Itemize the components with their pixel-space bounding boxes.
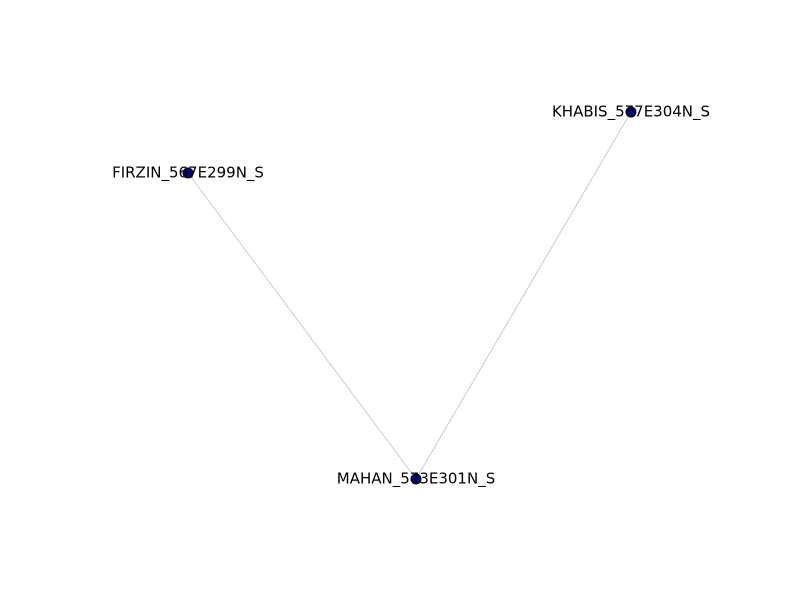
node-1 [625,106,637,118]
node-2 [410,473,422,485]
node-0 [182,167,194,179]
node-label-0: FIRZIN_567E299N_S [112,164,264,183]
edge-1 [415,111,632,480]
node-label-1: KHABIS_577E304N_S [552,103,710,122]
labels-layer: FIRZIN_567E299N_S KHABIS_577E304N_S MAHAN_… [112,103,710,489]
edge-0 [187,172,417,480]
edges-layer [187,111,632,480]
nodes-layer [182,106,637,485]
node-label-2: MAHAN_573E301N_S [337,470,495,489]
